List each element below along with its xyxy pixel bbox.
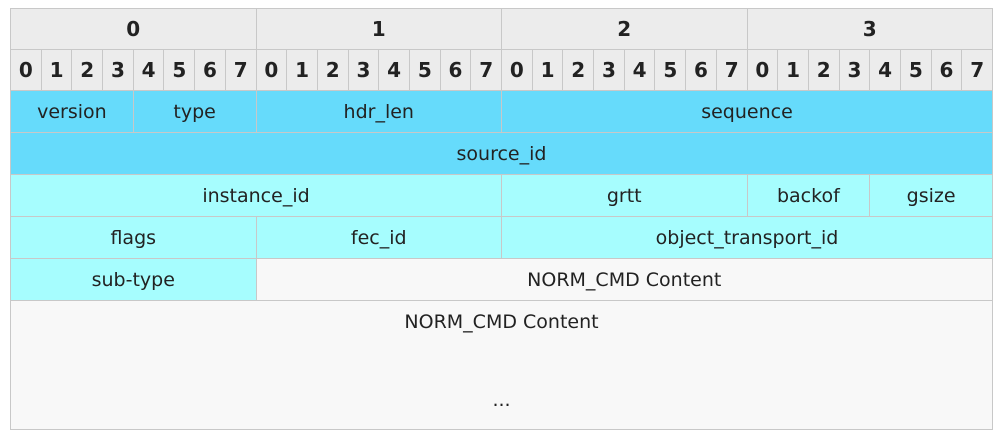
bit-label: 3 (838, 49, 871, 91)
bit-label: 0 (10, 49, 42, 91)
bit-label: 3 (593, 49, 625, 91)
field-sub-type: sub-type (10, 258, 257, 301)
bit-label: 1 (777, 49, 809, 91)
bit-label: 1 (286, 49, 318, 91)
bit-label: 7 (224, 49, 257, 91)
field-instance-id: instance_id (10, 174, 502, 217)
bit-label: 4 (623, 49, 656, 91)
content-block: NORM_CMD Content ... (10, 300, 993, 430)
bit-label: 6 (930, 49, 963, 91)
bit-label: 3 (347, 49, 380, 91)
bit-label: 1 (531, 49, 564, 91)
field-row-3: instance_id grtt backof gsize (10, 174, 993, 217)
bit-label: 6 (439, 49, 472, 91)
content-block-label: NORM_CMD Content (404, 311, 599, 333)
field-source-id: source_id (10, 132, 993, 175)
bit-label: 3 (102, 49, 134, 91)
field-row-5: sub-type NORM_CMD Content (10, 258, 993, 301)
field-flags: flags (10, 216, 257, 259)
field-sequence: sequence (501, 90, 993, 133)
bit-label: 6 (685, 49, 717, 91)
bit-label: 6 (194, 49, 226, 91)
field-row-4: flags fec_id object_transport_id (10, 216, 993, 259)
bit-label: 2 (316, 49, 349, 91)
bit-label: 4 (869, 49, 901, 91)
bit-label: 2 (71, 49, 104, 91)
byte-header-row: 0 1 2 3 (10, 8, 993, 50)
byte-label: 1 (255, 8, 502, 50)
bit-label: 2 (562, 49, 595, 91)
bit-label: 5 (654, 49, 687, 91)
field-gsize: gsize (869, 174, 993, 217)
bit-label: 4 (378, 49, 410, 91)
field-fec-id: fec_id (255, 216, 502, 259)
bit-label: 0 (501, 49, 533, 91)
bit-label: 1 (40, 49, 73, 91)
bit-label: 2 (807, 49, 840, 91)
field-row-1: version type hdr_len sequence (10, 90, 993, 133)
field-version: version (10, 90, 134, 133)
bit-label: 7 (961, 49, 993, 91)
bit-label: 5 (899, 49, 932, 91)
byte-label: 2 (501, 8, 748, 50)
field-row-2: source_id (10, 132, 993, 175)
field-grtt: grtt (501, 174, 748, 217)
bit-label: 0 (746, 49, 779, 91)
bit-label: 5 (408, 49, 441, 91)
bit-label: 0 (255, 49, 288, 91)
byte-label: 3 (746, 8, 993, 50)
field-object-transport-id: object_transport_id (501, 216, 993, 259)
field-content-inline: NORM_CMD Content (255, 258, 993, 301)
byte-label: 0 (10, 8, 257, 50)
bit-label: 7 (715, 49, 748, 91)
bit-label: 7 (470, 49, 502, 91)
field-type: type (132, 90, 257, 133)
field-backof: backof (746, 174, 871, 217)
content-ellipsis: ... (492, 389, 511, 411)
content-block-row: NORM_CMD Content ... (10, 300, 993, 430)
bit-label: 4 (132, 49, 165, 91)
bit-label: 5 (163, 49, 196, 91)
field-hdr-len: hdr_len (255, 90, 502, 133)
